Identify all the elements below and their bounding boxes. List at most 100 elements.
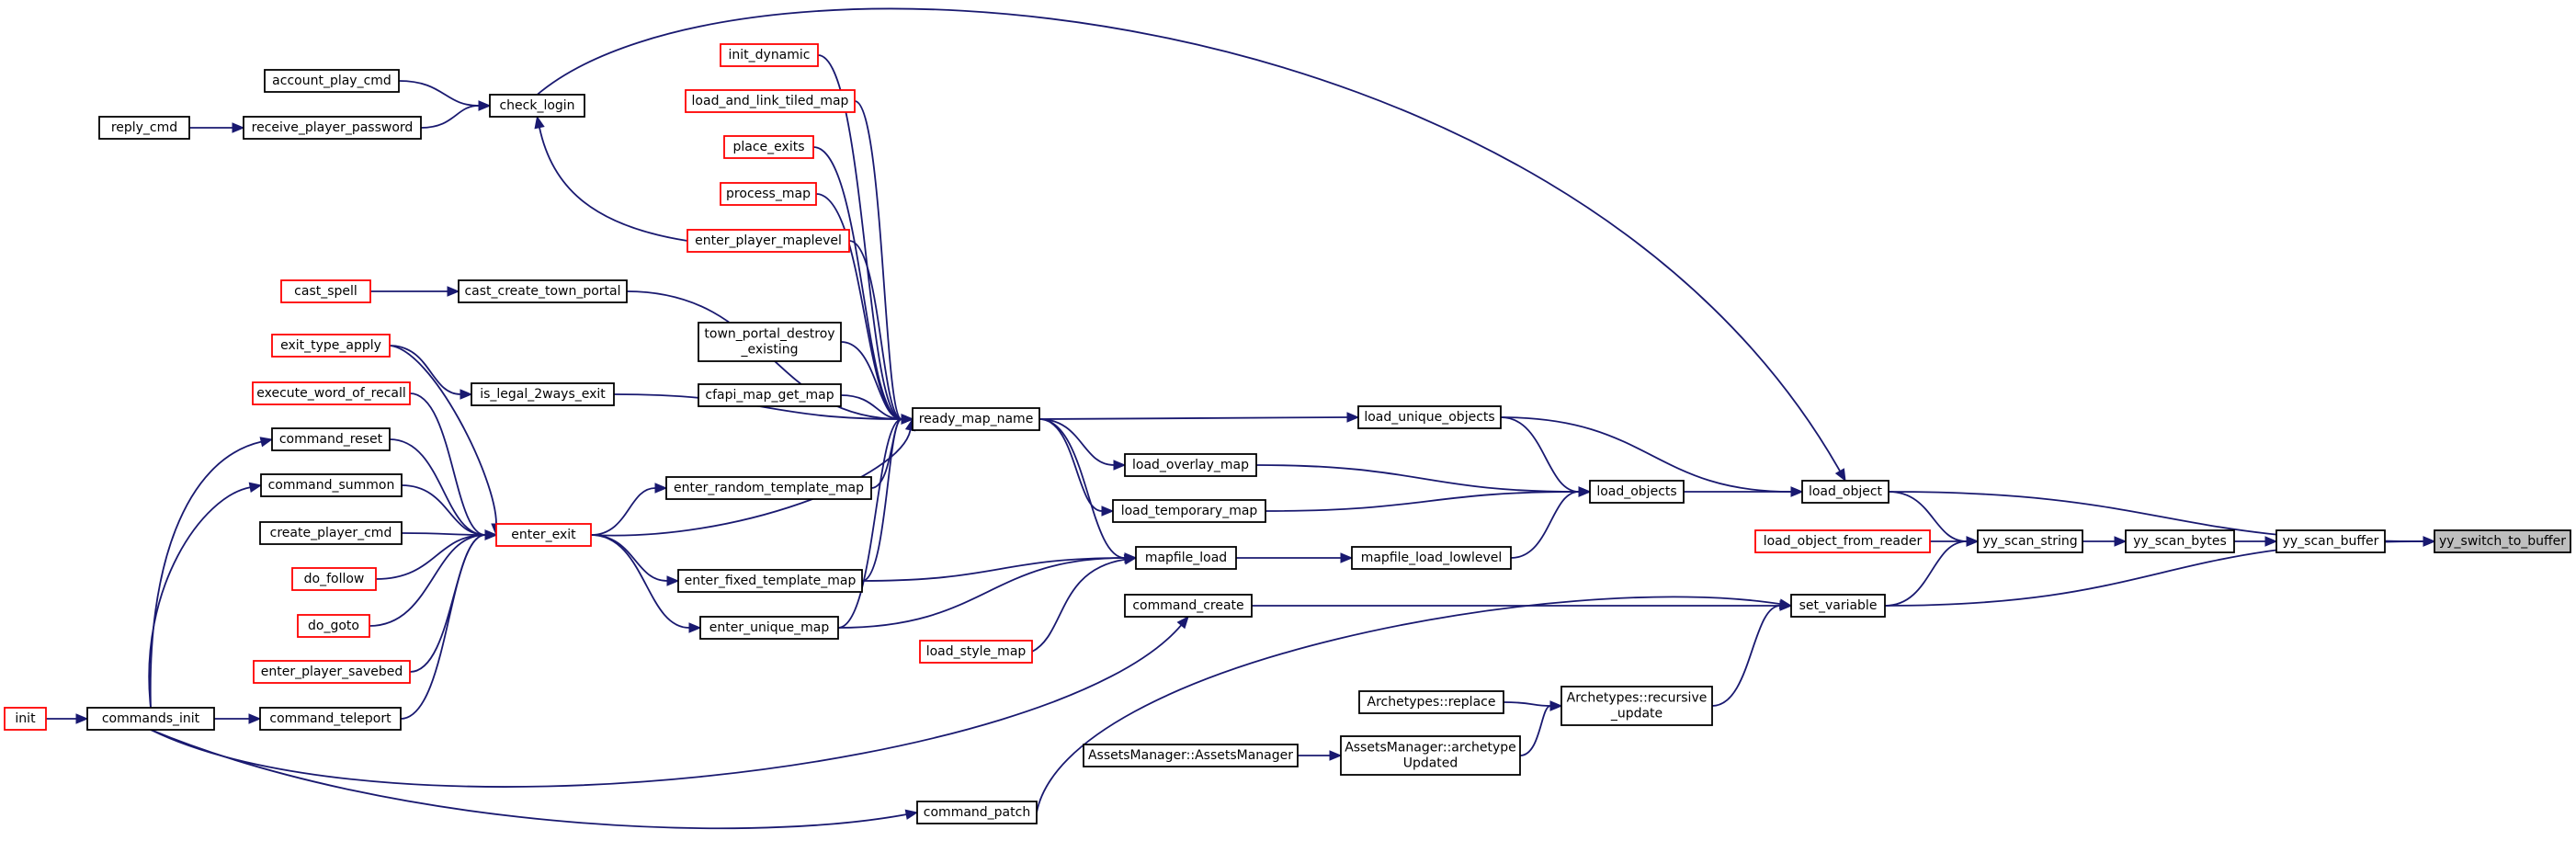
node-yy-scan-bytes[interactable]: yy_scan_bytes <box>2125 529 2235 553</box>
edge-line <box>1255 464 1580 493</box>
edge-line <box>389 438 486 536</box>
node-receive-player-password[interactable]: receive_player_password <box>243 116 422 140</box>
edge-check_login-to-load_object <box>536 7 1846 483</box>
node-command-patch[interactable]: command_patch <box>916 801 1038 824</box>
node-set-variable[interactable]: set_variable <box>1790 594 1886 618</box>
edge-mapfile_load_lowlevel-to-load_objects <box>1510 486 1592 559</box>
node-label: enter_player_savebed <box>261 665 403 679</box>
node-ready-map-name[interactable]: ready_map_name <box>912 407 1040 431</box>
node-label: yy_scan_string <box>1982 534 2077 549</box>
edge-line <box>375 534 486 580</box>
node-box <box>723 135 814 159</box>
node-enter-unique-map[interactable]: enter_unique_map <box>699 616 839 640</box>
node-command-teleport[interactable]: command_teleport <box>259 707 402 731</box>
edge-enter_unique_map-to-mapfile_load <box>837 552 1138 629</box>
edge-line <box>539 127 688 242</box>
edge-line <box>389 345 497 525</box>
node-enter-random-template-map[interactable]: enter_random_template_map <box>665 476 872 500</box>
node-init[interactable]: init <box>4 707 47 731</box>
node-enter-exit[interactable]: enter_exit <box>495 523 592 547</box>
node-label: load_overlay_map <box>1132 458 1249 472</box>
node-box <box>291 567 377 591</box>
node-enter-fixed-template-map[interactable]: enter_fixed_template_map <box>677 569 863 593</box>
node-load-objects[interactable]: load_objects <box>1589 480 1685 504</box>
node-mapfile-load-lowlevel[interactable]: mapfile_load_lowlevel <box>1351 546 1512 570</box>
node-box <box>919 640 1033 664</box>
node-assets-manager[interactable]: AssetsManager::AssetsManager <box>1083 744 1299 767</box>
node-cast-spell[interactable]: cast_spell <box>280 279 371 303</box>
node-load-temporary-map[interactable]: load_temporary_map <box>1112 499 1266 523</box>
edge-line <box>861 418 902 582</box>
node-label: command_summon <box>268 478 395 493</box>
node-archetypes-replace[interactable]: Archetypes::replace <box>1358 690 1504 714</box>
node-command-reset[interactable]: command_reset <box>271 427 391 451</box>
node-town-portal-destroy-existing[interactable]: town_portal_destroy_existing <box>698 322 842 362</box>
node-box <box>86 707 215 731</box>
arrowhead-icon <box>1790 486 1804 497</box>
arrowhead-icon <box>1578 486 1592 497</box>
node-commands-init[interactable]: commands_init <box>86 707 215 731</box>
node-load-object[interactable]: load_object <box>1801 480 1889 504</box>
edge-command_teleport-to-enter_exit <box>400 529 498 720</box>
edge-line <box>870 418 902 489</box>
edge-yy_scan_bytes-to-yy_scan_buffer <box>2234 536 2278 547</box>
node-box <box>1589 480 1685 504</box>
node-enter-player-maplevel[interactable]: enter_player_maplevel <box>687 229 850 253</box>
node-box <box>297 614 370 638</box>
edge-line <box>150 624 1182 788</box>
node-yy-scan-buffer[interactable]: yy_scan_buffer <box>2275 529 2386 553</box>
edge-commands_init-to-command_create <box>150 616 1189 788</box>
arrowhead-icon <box>2423 536 2436 547</box>
node-do-follow[interactable]: do_follow <box>291 567 377 591</box>
arrowhead-icon <box>1340 552 1354 563</box>
edge-line <box>1500 416 1580 493</box>
node-exit-type-apply[interactable]: exit_type_apply <box>271 334 391 358</box>
node-load-overlay-map[interactable]: load_overlay_map <box>1124 453 1257 477</box>
node-label: yy_scan_buffer <box>2283 534 2379 549</box>
node-command-create[interactable]: command_create <box>1124 594 1253 618</box>
node-load-unique-objects[interactable]: load_unique_objects <box>1357 405 1502 429</box>
node-reply-cmd[interactable]: reply_cmd <box>98 116 190 140</box>
arrowhead-icon <box>447 286 460 297</box>
edge-line <box>848 240 902 420</box>
node-label: Archetypes::replace <box>1367 695 1496 710</box>
node-box <box>259 521 403 545</box>
edge-line <box>1510 491 1580 559</box>
arrowhead-icon <box>2264 536 2278 547</box>
edge-ready_map_name-to-load_overlay_map <box>1038 418 1127 471</box>
node-create-player-cmd[interactable]: create_player_cmd <box>259 521 403 545</box>
arrowhead-icon <box>1329 750 1343 761</box>
node-box <box>489 94 585 118</box>
node-load-and-link-tiled-map[interactable]: load_and_link_tiled_map <box>685 89 856 113</box>
node-label: load_objects <box>1596 484 1676 499</box>
node-is-legal-2ways-exit[interactable]: is_legal_2ways_exit <box>471 382 615 406</box>
node-label: cfapi_map_get_map <box>705 388 834 403</box>
node-do-goto[interactable]: do_goto <box>297 614 370 638</box>
node-load-object-from-reader[interactable]: load_object_from_reader <box>1754 529 1931 553</box>
node-execute-word-of-recall[interactable]: execute_word_of_recall <box>252 381 411 405</box>
node-yy-scan-string[interactable]: yy_scan_string <box>1977 529 2083 553</box>
node-label: account_play_cmd <box>272 74 392 88</box>
node-account-play-cmd[interactable]: account_play_cmd <box>264 69 400 93</box>
node-mapfile-load[interactable]: mapfile_load <box>1135 546 1237 570</box>
node-process-map[interactable]: process_map <box>720 182 817 206</box>
node-archetypes-recursive-update[interactable]: Archetypes::recursive_update <box>1560 686 1713 726</box>
node-label: enter_unique_map <box>709 620 830 635</box>
node-label: enter_fixed_template_map <box>685 574 857 588</box>
node-load-style-map[interactable]: load_style_map <box>919 640 1033 664</box>
node-enter-player-savebed[interactable]: enter_player_savebed <box>253 660 411 684</box>
call-edges <box>46 7 2436 830</box>
node-check-login[interactable]: check_login <box>489 94 585 118</box>
edge-line <box>815 193 902 420</box>
node-label: mapfile_load_lowlevel <box>1361 551 1503 565</box>
node-command-summon[interactable]: command_summon <box>260 473 403 497</box>
node-yy-switch-to-buffer[interactable]: yy_switch_to_buffer <box>2434 529 2571 553</box>
edge-line <box>148 486 251 709</box>
node-box <box>458 279 628 303</box>
node-cast-create-town-portal[interactable]: cast_create_town_portal <box>458 279 628 303</box>
node-init-dynamic[interactable]: init_dynamic <box>720 43 819 67</box>
node-label: cast_create_town_portal <box>464 284 620 299</box>
node-place-exits[interactable]: place_exits <box>723 135 814 159</box>
node-cfapi-map-get-map[interactable]: cfapi_map_get_map <box>698 383 842 407</box>
